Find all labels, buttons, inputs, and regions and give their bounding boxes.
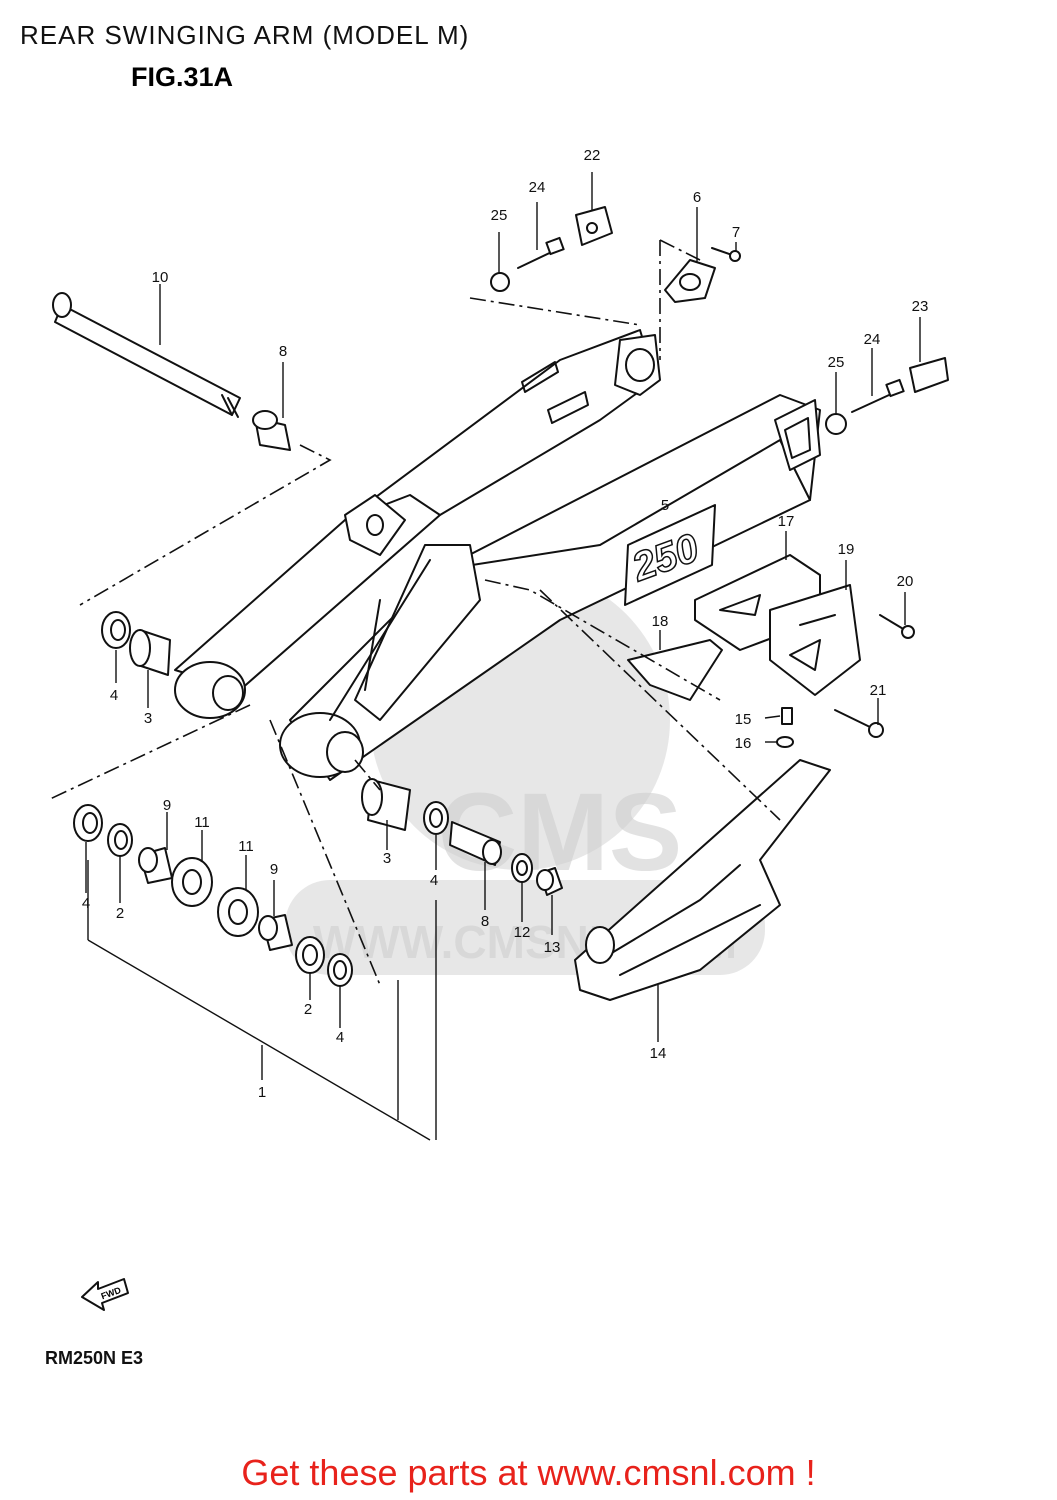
collar-8	[252, 410, 291, 451]
chain-slider-14	[574, 759, 831, 1001]
washer-16	[776, 736, 794, 748]
callout-4d: 4	[336, 1029, 344, 1046]
bolt-24b	[851, 378, 905, 413]
callout-23: 23	[912, 298, 929, 315]
callout-11b: 11	[238, 838, 254, 855]
seal-4c	[327, 953, 353, 987]
chain-guide-19	[769, 584, 861, 696]
bolt-21	[834, 709, 884, 738]
plate-6	[664, 259, 716, 303]
bearing-2b	[295, 936, 325, 974]
guide-lines	[47, 239, 781, 986]
callout-16: 16	[735, 735, 752, 752]
collar-9b	[258, 914, 293, 951]
callout-5: 5	[661, 497, 669, 514]
callout-8b: 8	[481, 913, 489, 930]
bearing-3a	[129, 629, 171, 676]
callout-2a: 2	[116, 905, 124, 922]
bolt-15	[781, 707, 793, 725]
callout-12: 12	[514, 924, 531, 941]
callout-19: 19	[838, 541, 855, 558]
page-title: REAR SWINGING ARM (MODEL M)	[20, 20, 470, 50]
collar-9a	[138, 847, 173, 884]
model-code: RM250N E3	[45, 1348, 144, 1368]
callout-25b: 25	[828, 354, 845, 371]
callout-10: 10	[152, 269, 169, 286]
callout-labels: 22 24 25 6 7 10 8 23 24 25 5 17 19 20 18…	[82, 147, 929, 1101]
washer-2a	[107, 823, 133, 857]
callout-9a: 9	[163, 797, 171, 814]
cap-11a	[171, 857, 213, 907]
screw-7	[711, 247, 741, 262]
bolt-20	[879, 614, 915, 639]
callout-4a: 4	[110, 687, 118, 704]
nut-13	[536, 867, 563, 896]
collar-8b	[449, 821, 502, 866]
callout-4c: 4	[430, 872, 438, 889]
callout-7: 7	[732, 224, 740, 241]
seal-4a	[101, 611, 131, 649]
callout-21: 21	[870, 682, 887, 699]
callout-1: 1	[258, 1084, 266, 1101]
figure-label: FIG.31A	[131, 62, 234, 92]
adjuster-23	[909, 357, 949, 393]
callout-4b: 4	[82, 895, 90, 912]
callout-14: 14	[650, 1045, 667, 1062]
swing-arm: 250	[174, 329, 821, 781]
callout-2b: 2	[304, 1001, 312, 1018]
guard-18	[627, 639, 723, 701]
callout-3b: 3	[383, 850, 391, 867]
callout-9b: 9	[270, 861, 278, 878]
callout-6: 6	[693, 189, 701, 206]
callout-17: 17	[778, 513, 795, 530]
callout-8: 8	[279, 343, 287, 360]
seal-4b	[73, 804, 103, 842]
parts-link[interactable]: Get these parts at www.cmsnl.com !	[241, 1452, 816, 1493]
callout-18: 18	[652, 613, 669, 630]
leader-lines	[85, 172, 921, 1080]
callout-15: 15	[735, 711, 752, 728]
fwd-arrow-icon: FWD	[81, 1278, 129, 1311]
assembly-bracket	[87, 860, 437, 1141]
adjuster-22	[575, 206, 613, 246]
seal-4d	[423, 801, 449, 835]
callout-25: 25	[491, 207, 508, 224]
pivot-shaft	[52, 292, 241, 418]
callout-11a: 11	[194, 814, 210, 831]
callout-24b: 24	[864, 331, 881, 348]
callout-3a: 3	[144, 710, 152, 727]
bolt-24a	[517, 236, 565, 269]
callout-20: 20	[897, 573, 914, 590]
callout-24: 24	[529, 179, 546, 196]
bearing-3b	[361, 778, 411, 831]
washer-12	[511, 853, 533, 883]
nut-25a	[490, 272, 510, 292]
callout-13: 13	[544, 939, 561, 956]
cap-11b	[217, 887, 259, 937]
nut-25b	[825, 413, 847, 435]
callout-22: 22	[584, 147, 601, 164]
